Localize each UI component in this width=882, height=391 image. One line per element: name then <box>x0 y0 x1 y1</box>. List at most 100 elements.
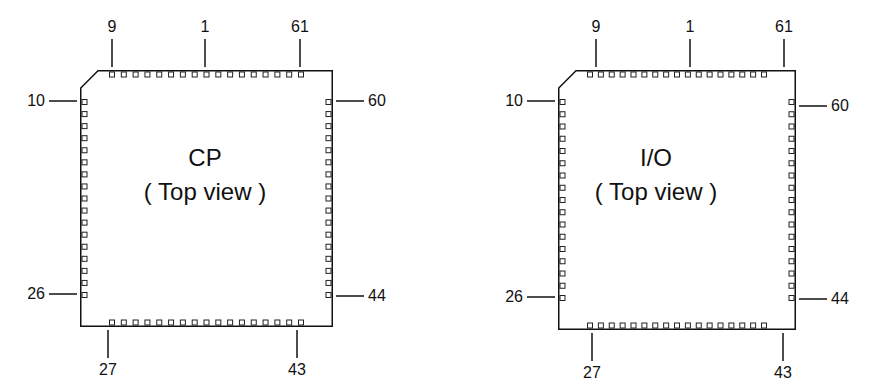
pin-pad <box>740 323 745 328</box>
pin-pad <box>789 234 794 239</box>
pin-pad <box>789 271 794 276</box>
pin-pad <box>653 72 658 77</box>
pin-pad <box>789 100 794 105</box>
leader-line <box>204 39 206 67</box>
pin-pad <box>326 148 331 153</box>
pin-pad <box>789 259 794 264</box>
pin-pad <box>180 320 185 325</box>
chip-package: CP( Top view ) <box>80 70 333 327</box>
leader-line <box>527 296 555 298</box>
chip-package: I/O ( Top view ) <box>558 70 796 330</box>
pin-pad <box>263 320 268 325</box>
pin-pad <box>664 72 669 77</box>
pin-pad <box>82 232 87 237</box>
leader-line <box>336 100 364 102</box>
pin-number: 9 <box>108 19 117 35</box>
pin-pad <box>326 232 331 237</box>
pin-pad <box>275 320 280 325</box>
leader-line <box>49 100 77 102</box>
pin-pad <box>560 124 565 129</box>
pin-pad <box>82 293 87 298</box>
pin-pad <box>326 244 331 249</box>
pin-pad <box>287 72 292 77</box>
leader-line <box>296 330 298 358</box>
leader-line <box>595 39 597 67</box>
pin-pad <box>251 320 256 325</box>
pin-number: 1 <box>686 19 695 35</box>
pin-pad <box>157 72 162 77</box>
pin-pad <box>642 323 647 328</box>
pin-pad <box>326 160 331 165</box>
pin-number: 27 <box>99 362 117 378</box>
pin-pad <box>326 268 331 273</box>
pin-number: 44 <box>831 291 849 307</box>
pin-number: 61 <box>775 19 793 35</box>
pin-pad <box>789 161 794 166</box>
pin-pad <box>685 323 690 328</box>
pin-pad <box>588 323 593 328</box>
pin-pad <box>216 72 221 77</box>
pin-pad <box>789 112 794 117</box>
pin-pad <box>133 320 138 325</box>
pin-pad <box>729 72 734 77</box>
pin-pad <box>751 323 756 328</box>
pin-pad <box>588 72 593 77</box>
pin-pad <box>82 220 87 225</box>
pin-pad <box>653 323 658 328</box>
pin-pad <box>560 100 565 105</box>
pin-pad <box>789 124 794 129</box>
pin-pad <box>685 72 690 77</box>
view-note: ( Top view ) <box>595 180 717 204</box>
pin-pad <box>326 208 331 213</box>
pin-pad <box>82 184 87 189</box>
pin-pad <box>82 268 87 273</box>
pin-pad <box>110 72 115 77</box>
pin-pad <box>287 320 292 325</box>
pin-pad <box>326 100 331 105</box>
pin-pad <box>82 256 87 261</box>
pin-pad <box>263 72 268 77</box>
pin-pad <box>82 208 87 213</box>
pin-pad <box>82 280 87 285</box>
chip-outline <box>81 71 333 327</box>
leader-line <box>799 105 827 107</box>
pin-pad <box>82 196 87 201</box>
pin-pad <box>789 185 794 190</box>
pin-pad <box>82 136 87 141</box>
pin-pad <box>204 72 209 77</box>
pin-number: 10 <box>27 93 45 109</box>
pin-number: 26 <box>27 286 45 302</box>
pin-pad <box>157 320 162 325</box>
leader-line <box>527 100 555 102</box>
pin-pad <box>82 100 87 105</box>
pin-pad <box>299 72 304 77</box>
pin-pad <box>239 72 244 77</box>
pin-pad <box>275 72 280 77</box>
pin-pad <box>560 210 565 215</box>
pin-pad <box>789 198 794 203</box>
pin-pad <box>598 72 603 77</box>
leader-line <box>799 298 827 300</box>
leader-line <box>336 295 364 297</box>
pin-pad <box>560 283 565 288</box>
pin-pad <box>133 72 138 77</box>
pin-number: 26 <box>505 289 523 305</box>
pin-pad <box>560 247 565 252</box>
pin-pad <box>82 172 87 177</box>
pin-pad <box>718 323 723 328</box>
pin-pad <box>789 136 794 141</box>
leader-line <box>299 39 301 67</box>
pin-pad <box>707 323 712 328</box>
pin-pad <box>762 323 767 328</box>
chip-name: CP <box>188 146 221 170</box>
pin-pad <box>326 196 331 201</box>
pin-pad <box>598 323 603 328</box>
pin-pad <box>228 72 233 77</box>
leader-line <box>591 333 593 361</box>
leader-line <box>49 293 77 295</box>
pin-pad <box>560 198 565 203</box>
pin-number: 61 <box>291 19 309 35</box>
chip-name: I/O <box>640 146 672 170</box>
leader-line <box>111 39 113 67</box>
